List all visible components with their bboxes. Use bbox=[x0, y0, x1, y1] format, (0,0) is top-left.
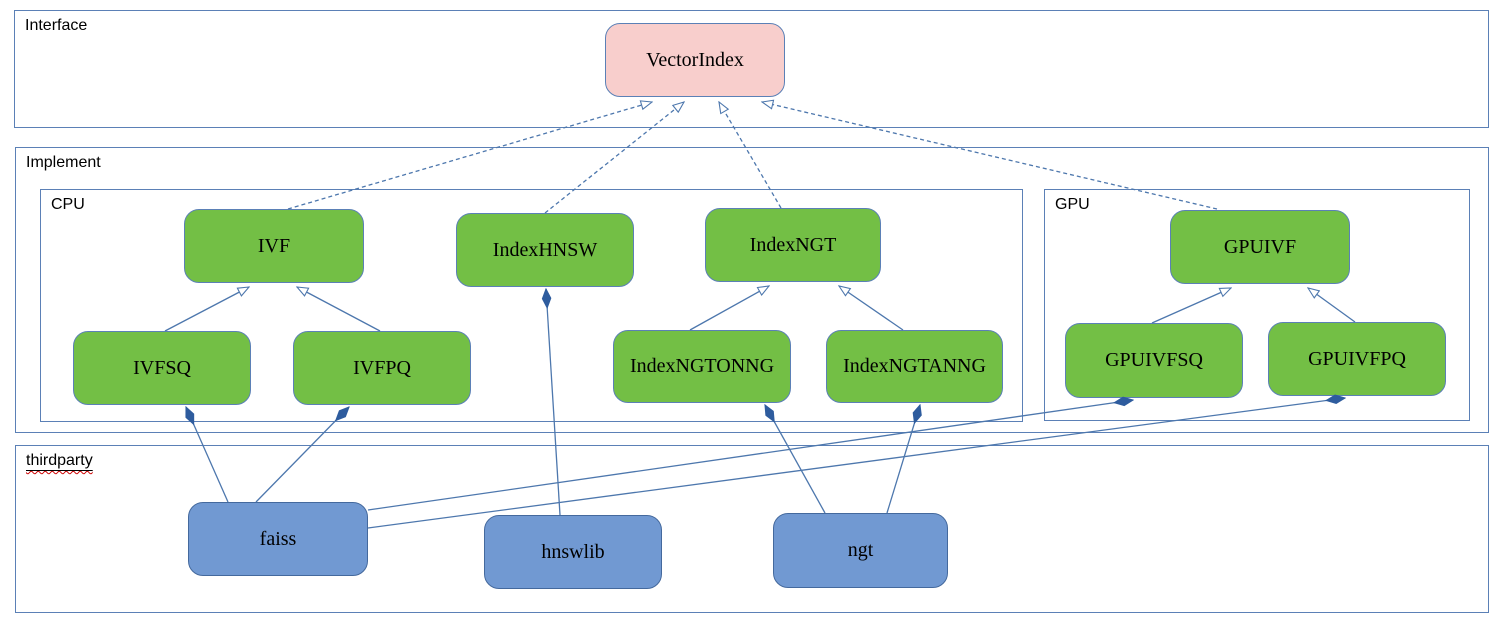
container-interface-label: Interface bbox=[25, 17, 88, 34]
node-ivf: IVF bbox=[184, 209, 364, 283]
node-indexngtonng: IndexNGTONNG bbox=[613, 330, 791, 403]
node-ivfsq: IVFSQ bbox=[73, 331, 251, 405]
container-thirdparty-label: thirdparty bbox=[26, 452, 93, 470]
node-hnswlib: hnswlib bbox=[484, 515, 662, 589]
node-indexngt-label: IndexNGT bbox=[749, 233, 837, 256]
container-gpu-label: GPU bbox=[1055, 196, 1090, 213]
node-indexhnsw-label: IndexHNSW bbox=[492, 238, 598, 261]
node-ivfpq-label: IVFPQ bbox=[353, 356, 411, 379]
node-ngt-label: ngt bbox=[847, 539, 874, 561]
node-faiss: faiss bbox=[188, 502, 368, 576]
node-ivf-label: IVF bbox=[257, 234, 291, 257]
node-ivfsq-label: IVFSQ bbox=[133, 356, 191, 379]
node-indexhnsw: IndexHNSW bbox=[456, 213, 634, 287]
node-indexngtonng-label: IndexNGTONNG bbox=[629, 355, 775, 377]
node-gpuivfpq-label: GPUIVFPQ bbox=[1308, 347, 1406, 370]
node-vectorindex-label: VectorIndex bbox=[646, 48, 744, 71]
node-vectorindex: VectorIndex bbox=[605, 23, 785, 97]
node-gpuivf: GPUIVF bbox=[1170, 210, 1350, 284]
node-gpuivfsq: GPUIVFSQ bbox=[1065, 323, 1243, 398]
container-implement-label: Implement bbox=[26, 154, 101, 171]
node-ivfpq: IVFPQ bbox=[293, 331, 471, 405]
container-thirdparty-label-text: thirdparty bbox=[26, 452, 93, 469]
node-faiss-label: faiss bbox=[259, 527, 297, 550]
node-gpuivfpq: GPUIVFPQ bbox=[1268, 322, 1446, 396]
container-cpu-label: CPU bbox=[51, 196, 85, 213]
node-gpuivfsq-label: GPUIVFSQ bbox=[1105, 349, 1203, 371]
node-indexngtanng: IndexNGTANNG bbox=[826, 330, 1003, 403]
node-gpuivf-label: GPUIVF bbox=[1223, 235, 1297, 258]
node-indexngt: IndexNGT bbox=[705, 208, 881, 282]
node-indexngtanng-label: IndexNGTANNG bbox=[843, 355, 986, 377]
node-ngt: ngt bbox=[773, 513, 948, 588]
node-hnswlib-label: hnswlib bbox=[541, 540, 605, 563]
